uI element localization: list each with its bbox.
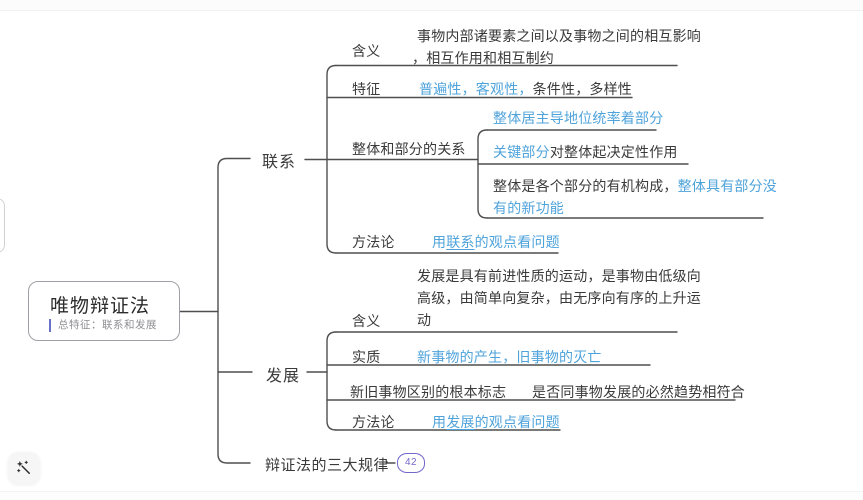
magic-wand-button[interactable] xyxy=(8,452,40,484)
lianxi-hanyi-line2[interactable]: ，相互作用和相互制约 xyxy=(412,50,554,66)
lianxi-zhengti-label[interactable]: 整体和部分的关系 xyxy=(352,141,466,157)
fazhan-fangfalun-content[interactable]: 用发展的观点看问题 xyxy=(432,411,560,433)
zhengti-child2-highlight: 关键部分 xyxy=(493,144,550,160)
fangfalun2-pre: 用 xyxy=(432,414,447,430)
fangfalun2-post: 的观点看问题 xyxy=(474,414,560,430)
lianxi-fangfalun-label[interactable]: 方法论 xyxy=(352,234,395,250)
zhengti-child3-plain: 整体是各个部分的有机构成， xyxy=(493,178,678,194)
fangfalun1-keyword: 联系 xyxy=(446,234,475,250)
fazhan-shizhi-content[interactable]: 新事物的产生，旧事物的灭亡 xyxy=(417,349,602,365)
fazhan-fangfalun-label[interactable]: 方法论 xyxy=(352,414,395,430)
zhengti-child1[interactable]: 整体居主导地位统率着部分 xyxy=(493,110,664,126)
fazhan-hanyi-content[interactable]: 发展是具有前进性质的运动，是事物由低级向高级，由简单向复杂，由无序向有序的上升运… xyxy=(417,268,701,328)
branch-sanda[interactable]: 辩证法的三大规律 xyxy=(265,457,390,474)
fazhan-xinjiu-label[interactable]: 新旧事物区别的根本标志 xyxy=(350,384,507,400)
fazhan-xinjiu-content[interactable]: 是否同事物发展的必然趋势相符合 xyxy=(532,384,745,400)
fangfalun1-post: 的观点看问题 xyxy=(474,234,560,250)
lianxi-tezheng-content[interactable]: 普遍性，客观性，条件性，多样性 xyxy=(419,78,632,100)
root-subtitle: 总特征：联系和发展 xyxy=(49,319,157,332)
zhengti-child2[interactable]: 关键部分对整体起决定性作用 xyxy=(493,141,678,163)
tezheng-plain: 条件性，多样性 xyxy=(532,81,633,97)
lianxi-fangfalun-content[interactable]: 用联系的观点看问题 xyxy=(432,231,560,253)
bottom-page-edge xyxy=(0,491,863,500)
branch-lianxi[interactable]: 联系 xyxy=(262,154,297,171)
zhengti-child3-highlight: 整体具有部分没有的新功能 xyxy=(493,178,778,216)
fazhan-hanyi-label[interactable]: 含义 xyxy=(352,313,381,329)
branch-fazhan[interactable]: 发展 xyxy=(266,368,301,385)
fangfalun2-keyword: 发展 xyxy=(446,414,475,430)
root-title: 唯物辩证法 xyxy=(50,296,151,317)
top-page-edge xyxy=(0,0,863,11)
tezheng-highlight: 普遍性，客观性， xyxy=(419,81,533,97)
magic-wand-icon xyxy=(16,460,30,474)
lianxi-hanyi-label[interactable]: 含义 xyxy=(352,43,381,59)
fazhan-shizhi-label[interactable]: 实质 xyxy=(352,349,381,365)
fangfalun1-pre: 用 xyxy=(432,234,447,250)
zhengti-child2-plain: 对整体起决定性作用 xyxy=(549,144,678,160)
lianxi-hanyi-line1[interactable]: 事物内部诸要素之间以及事物之间的相互影响 xyxy=(417,28,701,44)
lianxi-tezheng-label[interactable]: 特征 xyxy=(352,81,381,97)
root-node[interactable]: 唯物辩证法 总特征：联系和发展 xyxy=(28,281,180,341)
zhengti-child3[interactable]: 整体是各个部分的有机构成，整体具有部分没有的新功能 xyxy=(493,175,781,219)
count-badge[interactable]: 42 xyxy=(397,453,425,473)
